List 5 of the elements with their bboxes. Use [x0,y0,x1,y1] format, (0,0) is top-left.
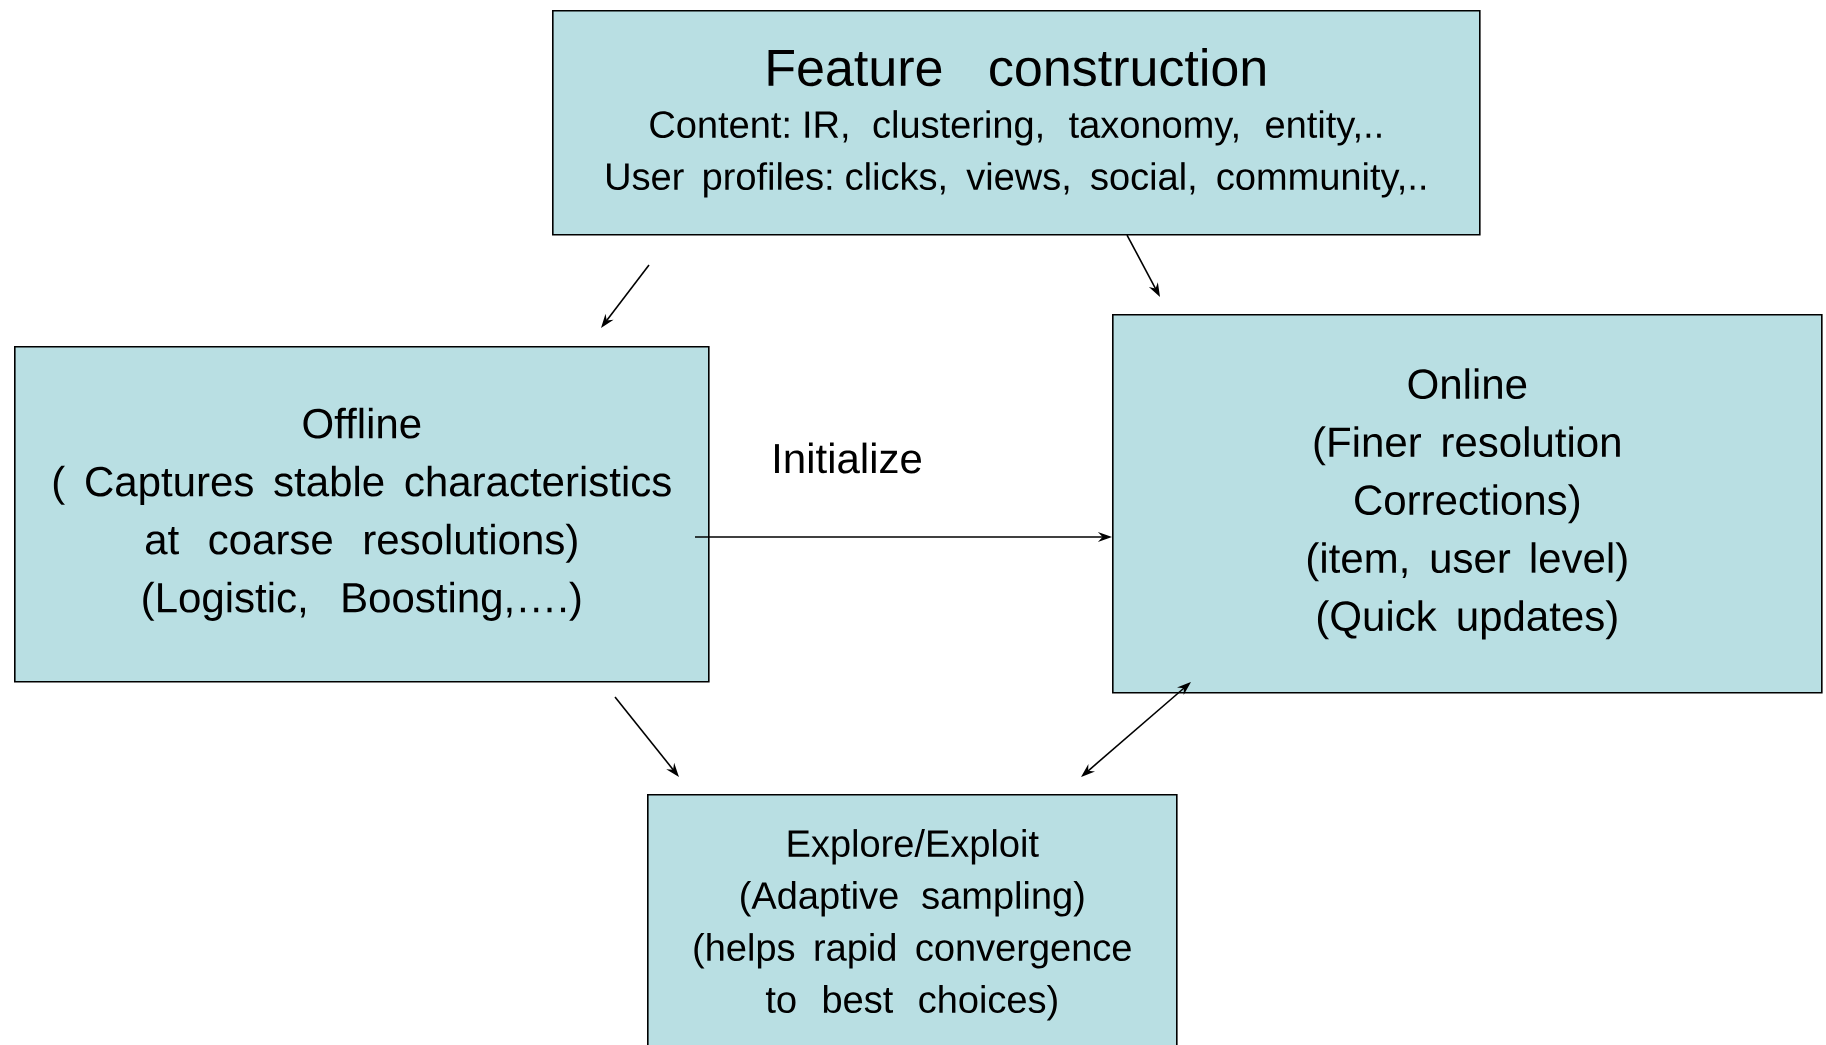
process-box: Explore/Exploit (Adaptive sampling) (helps rapid convergence to best choices) [647,794,1178,1045]
process-box: Online (Finer resolution Corrections) (item, user level) (Quick updates) [1112,314,1823,694]
process-box: Feature construction Content: IR, clustering, taxonomy, entity,.. User profiles: clicks, views, social, community,.. [552,10,1481,236]
process-box: Offline ( Captures stable characteristics at coarse resolutions) (Logistic, Boosting,….) [14,346,710,683]
edge-label: Initialize [769,440,925,476]
